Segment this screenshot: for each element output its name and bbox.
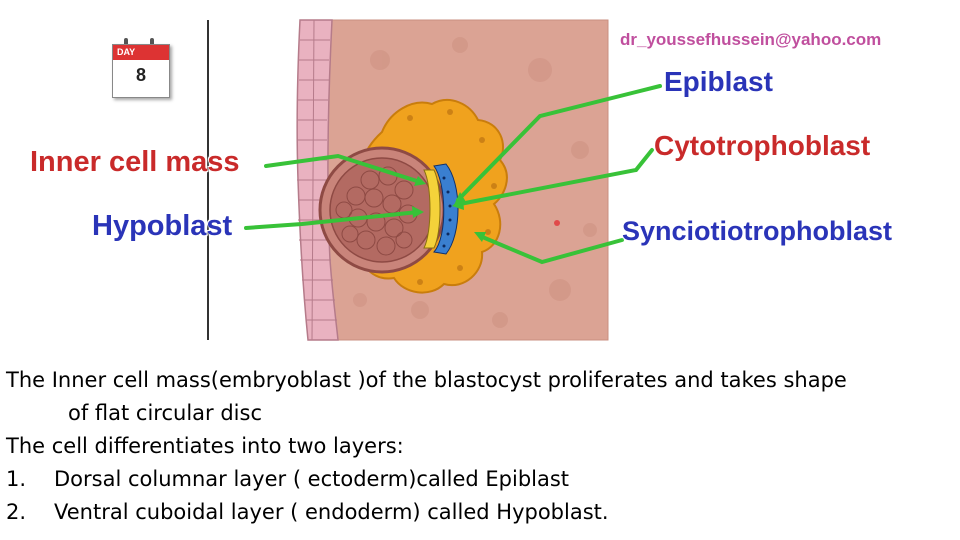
calendar-icon: DAY 8: [112, 38, 170, 98]
caption-line-1: The Inner cell mass(embryoblast )of the …: [6, 368, 847, 392]
epiblast-arrow: [456, 84, 662, 202]
caption-list-item-2: 2. Ventral cuboidal layer ( endoderm) cal…: [6, 496, 954, 529]
pointer-arrows: [244, 84, 662, 265]
label-hypoblast: Hypoblast: [92, 210, 233, 242]
epiblast-nuclei: [442, 176, 452, 248]
hypoblast-arrow: [244, 210, 420, 230]
syncytiotrophoblast-arrow: [478, 234, 624, 265]
epiblast-layer: [433, 163, 459, 255]
caption-text: The Inner cell mass(embryoblast )of the …: [6, 364, 954, 529]
tissue-texture: [353, 37, 597, 328]
inner-cell-mass-arrow: [264, 153, 422, 184]
calendar-page: DAY 8: [112, 44, 170, 98]
author-email: dr_youssefhussein@yahoo.com: [620, 30, 882, 49]
calendar-ring: [124, 38, 128, 48]
cytotrophoblast-arrow: [458, 148, 654, 206]
caption-list-item-1: 1. Dorsal columnar layer ( ectoderm)calle…: [6, 463, 954, 496]
list-number-2: 2.: [6, 500, 27, 524]
red-dot: [554, 220, 560, 226]
label-epiblast: Epiblast: [664, 66, 773, 97]
list-number-1: 1.: [6, 467, 27, 491]
list-text-2: Ventral cuboidal layer ( endoderm) calle…: [54, 500, 609, 524]
label-syncytiotrophoblast: Synciotiotrophoblast: [622, 216, 892, 246]
list-text-1: Dorsal columnar layer ( ectoderm)called …: [54, 467, 570, 491]
calendar-header: DAY: [113, 45, 169, 60]
label-cytotrophoblast: Cytotrophoblast: [654, 130, 871, 161]
calendar-day-number: 8: [135, 65, 146, 85]
hypoblast-layer: [423, 169, 441, 249]
caption-line-2: of flat circular disc: [68, 401, 262, 425]
arrow-heads: [412, 176, 486, 242]
caption-line-3: The cell differentiates into two layers:: [6, 434, 404, 458]
label-inner-cell-mass: Inner cell mass: [30, 146, 240, 178]
calendar-ring: [150, 38, 154, 48]
